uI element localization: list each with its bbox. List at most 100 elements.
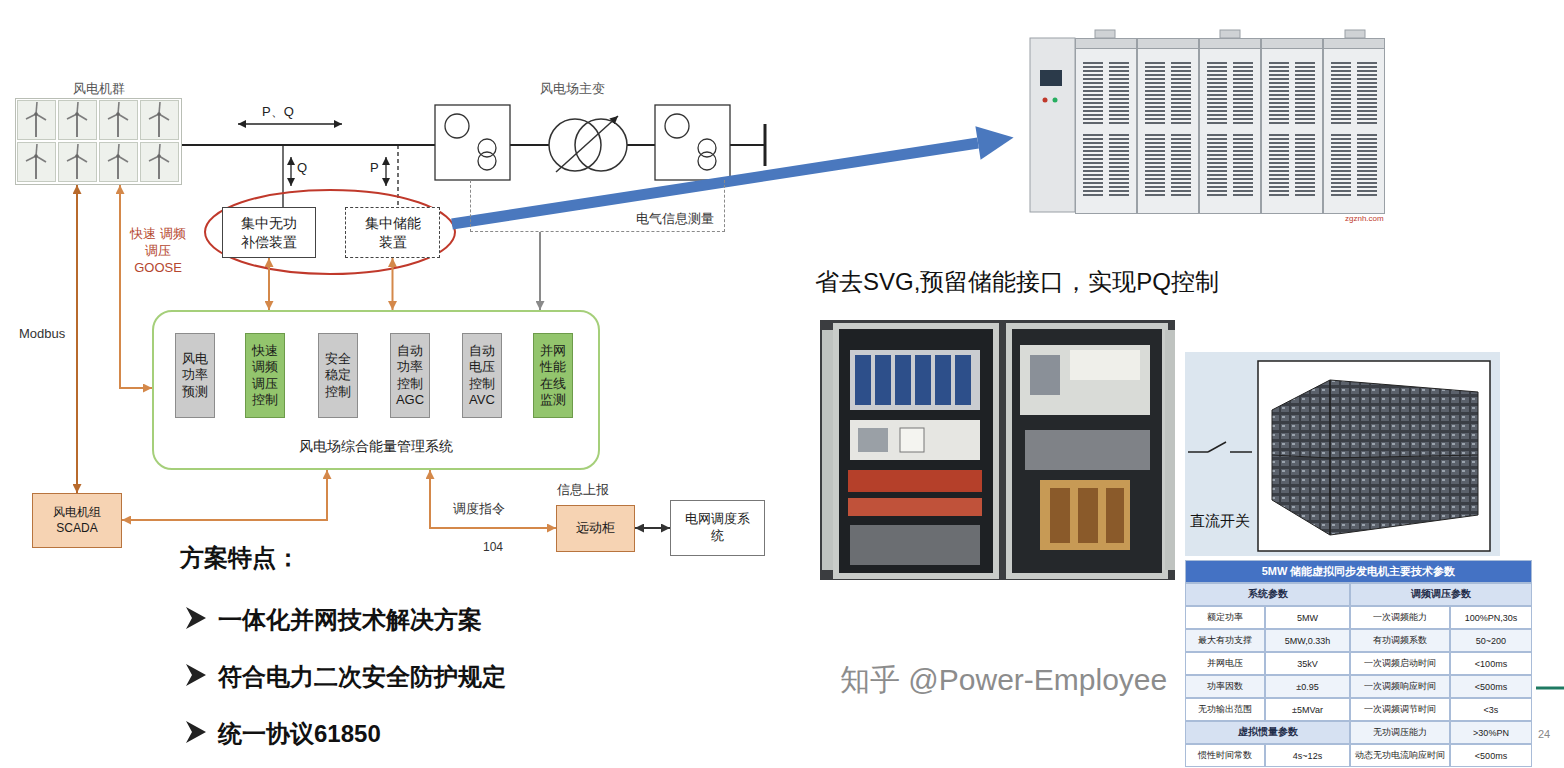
art-rect <box>935 355 951 405</box>
label: 统一协议61850 <box>218 718 381 750</box>
art-use <box>18 143 56 182</box>
connector <box>392 258 394 310</box>
edge-label: Modbus <box>18 326 66 341</box>
box-text: 电网调度系统 <box>681 511 754 545</box>
table-cell: <100ms <box>1450 652 1532 675</box>
art-rect <box>836 326 996 576</box>
art-rect <box>858 428 888 452</box>
label: zgznh.com <box>1345 214 1384 223</box>
box-text: 自动功率控制AGC <box>394 343 426 408</box>
art-line <box>452 143 978 224</box>
table-cell: 功率因数 <box>1185 675 1265 698</box>
function-box: 并网性能在线监测 <box>533 333 573 418</box>
art-polygon <box>975 126 1013 160</box>
power-arrows <box>238 124 398 207</box>
connector <box>122 470 327 520</box>
battery-photo <box>1185 352 1500 556</box>
art-use <box>141 101 179 140</box>
art-use <box>100 143 138 182</box>
art-use <box>1076 39 1137 214</box>
art-rect <box>1258 361 1490 551</box>
art-rect <box>1070 350 1140 380</box>
label: 知乎 @Power-Employee <box>840 660 1167 701</box>
art-use <box>141 143 179 182</box>
art-use <box>59 143 97 182</box>
art-rect <box>655 105 730 180</box>
art-line <box>556 116 618 172</box>
art-line <box>1330 455 1478 458</box>
highlight-ellipse <box>205 190 455 274</box>
art-use <box>1262 39 1323 214</box>
art-line <box>1188 451 1208 453</box>
art-rect <box>855 355 871 405</box>
art-rect <box>915 355 931 405</box>
label: 信息上报 <box>557 481 609 499</box>
function-box: 自动电压控制AVC <box>462 333 502 418</box>
box-text: 并网性能在线监测 <box>537 343 569 408</box>
connector <box>120 185 152 388</box>
art-circle <box>445 114 469 138</box>
art-circle <box>665 114 689 138</box>
art-line <box>1230 451 1252 453</box>
art-rect <box>1009 326 1165 576</box>
art-polygon <box>1272 380 1478 535</box>
table-cell: 最大有功支撑 <box>1185 629 1265 652</box>
system-box: 风电场综合能量管理系统 风电功率预测 快速调频调压控制安全稳定控制 自动功率控制AGC… <box>152 310 600 470</box>
box-text: 风电场综合能量管理系统 <box>154 438 598 456</box>
box-text: 电气信息测量 <box>636 210 714 228</box>
table-cell: 调频调压参数 <box>1350 583 1532 606</box>
art-rect <box>1040 480 1130 550</box>
art-rect <box>850 525 980 565</box>
art-rect <box>820 320 1175 580</box>
connector <box>635 527 670 529</box>
art-rect <box>848 498 982 516</box>
rtu-box: 远动柜 <box>556 505 635 552</box>
table-cell: ±5MVar <box>1265 698 1350 721</box>
art-use <box>59 101 97 140</box>
function-box: 自动功率控制AGC <box>390 333 430 418</box>
connector <box>76 185 78 493</box>
table-cell: 5MW <box>1265 606 1350 629</box>
table-cell: 一次调频能力 <box>1350 606 1450 629</box>
art-rect <box>1345 30 1365 38</box>
table-cell: 一次调频启动时间 <box>1350 652 1450 675</box>
art-line <box>1208 442 1226 452</box>
table-cell: 有功调频系数 <box>1350 629 1450 652</box>
box-text: 自动电压控制AVC <box>466 343 498 408</box>
connector <box>430 470 556 528</box>
label: 24 <box>1538 728 1550 740</box>
edge-rule <box>1536 687 1564 690</box>
art-use <box>1138 39 1199 214</box>
function-box: 快速调频调压控制 <box>245 333 285 418</box>
art-circle <box>575 119 627 171</box>
function-box: 安全稳定控制 <box>318 333 358 418</box>
bullet-arrows <box>186 607 206 743</box>
table-cell: <500ms <box>1450 675 1532 698</box>
svg-cabinet-photo <box>1030 30 1385 214</box>
art-rect <box>1030 355 1060 395</box>
table-cell: 惯性时间常数 <box>1185 744 1265 767</box>
table-cell: 并网电压 <box>1185 652 1265 675</box>
label: P、Q <box>262 103 294 121</box>
label: 符合电力二次安全防护规定 <box>218 661 506 693</box>
table-cell: 无功调压能力 <box>1350 721 1450 744</box>
art-rect <box>1165 330 1175 570</box>
box-text: 风电功率预测 <box>179 351 211 400</box>
table-cell: >30%PN <box>1450 721 1532 744</box>
box-text: 风电机组 SCADA <box>41 505 113 536</box>
connector <box>539 232 541 310</box>
art-circle <box>698 152 716 170</box>
label: 风电场主变 <box>540 80 605 98</box>
art-rect <box>900 428 924 452</box>
big-blue-arrow <box>452 126 1014 224</box>
art-rect <box>850 420 980 460</box>
box-text: 集中无功补偿装置 <box>238 214 300 250</box>
table-cell: 额定功率 <box>1185 606 1265 629</box>
label: 省去SVG,预留储能接口，实现PQ控制 <box>815 266 1219 298</box>
label: 直流开关 <box>1190 512 1250 531</box>
art-rect <box>435 105 510 180</box>
label: Q <box>297 160 307 175</box>
label: 一体化并网技术解决方案 <box>218 604 482 636</box>
art-line <box>764 124 767 166</box>
art-polygon <box>186 721 206 743</box>
